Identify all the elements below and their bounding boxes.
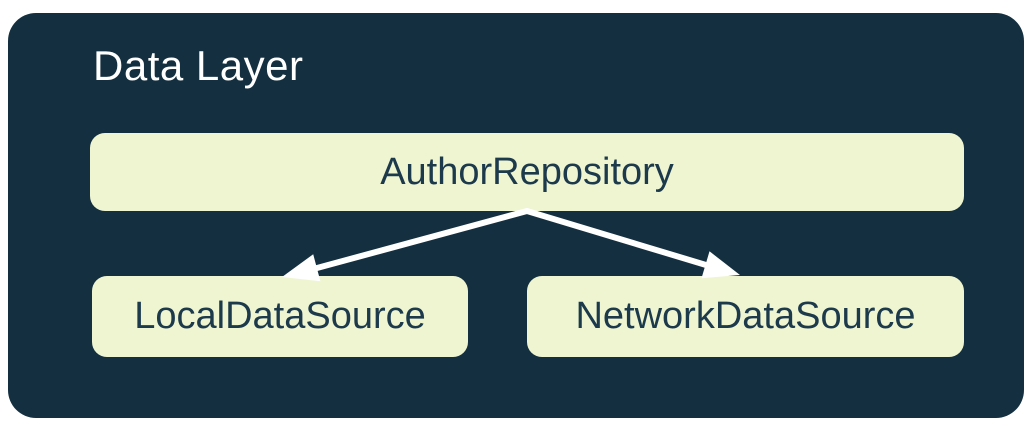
node-network-data-source: NetworkDataSource <box>527 276 964 357</box>
node-author-repository: AuthorRepository <box>90 133 964 211</box>
node-author-repository-label: AuthorRepository <box>380 150 674 193</box>
node-local-data-source-label: LocalDataSource <box>134 295 426 337</box>
node-local-data-source: LocalDataSource <box>92 276 468 357</box>
node-network-data-source-label: NetworkDataSource <box>575 295 916 337</box>
data-layer-panel: Data Layer AuthorRepository LocalDataSou… <box>8 13 1024 418</box>
panel-title: Data Layer <box>93 42 304 89</box>
